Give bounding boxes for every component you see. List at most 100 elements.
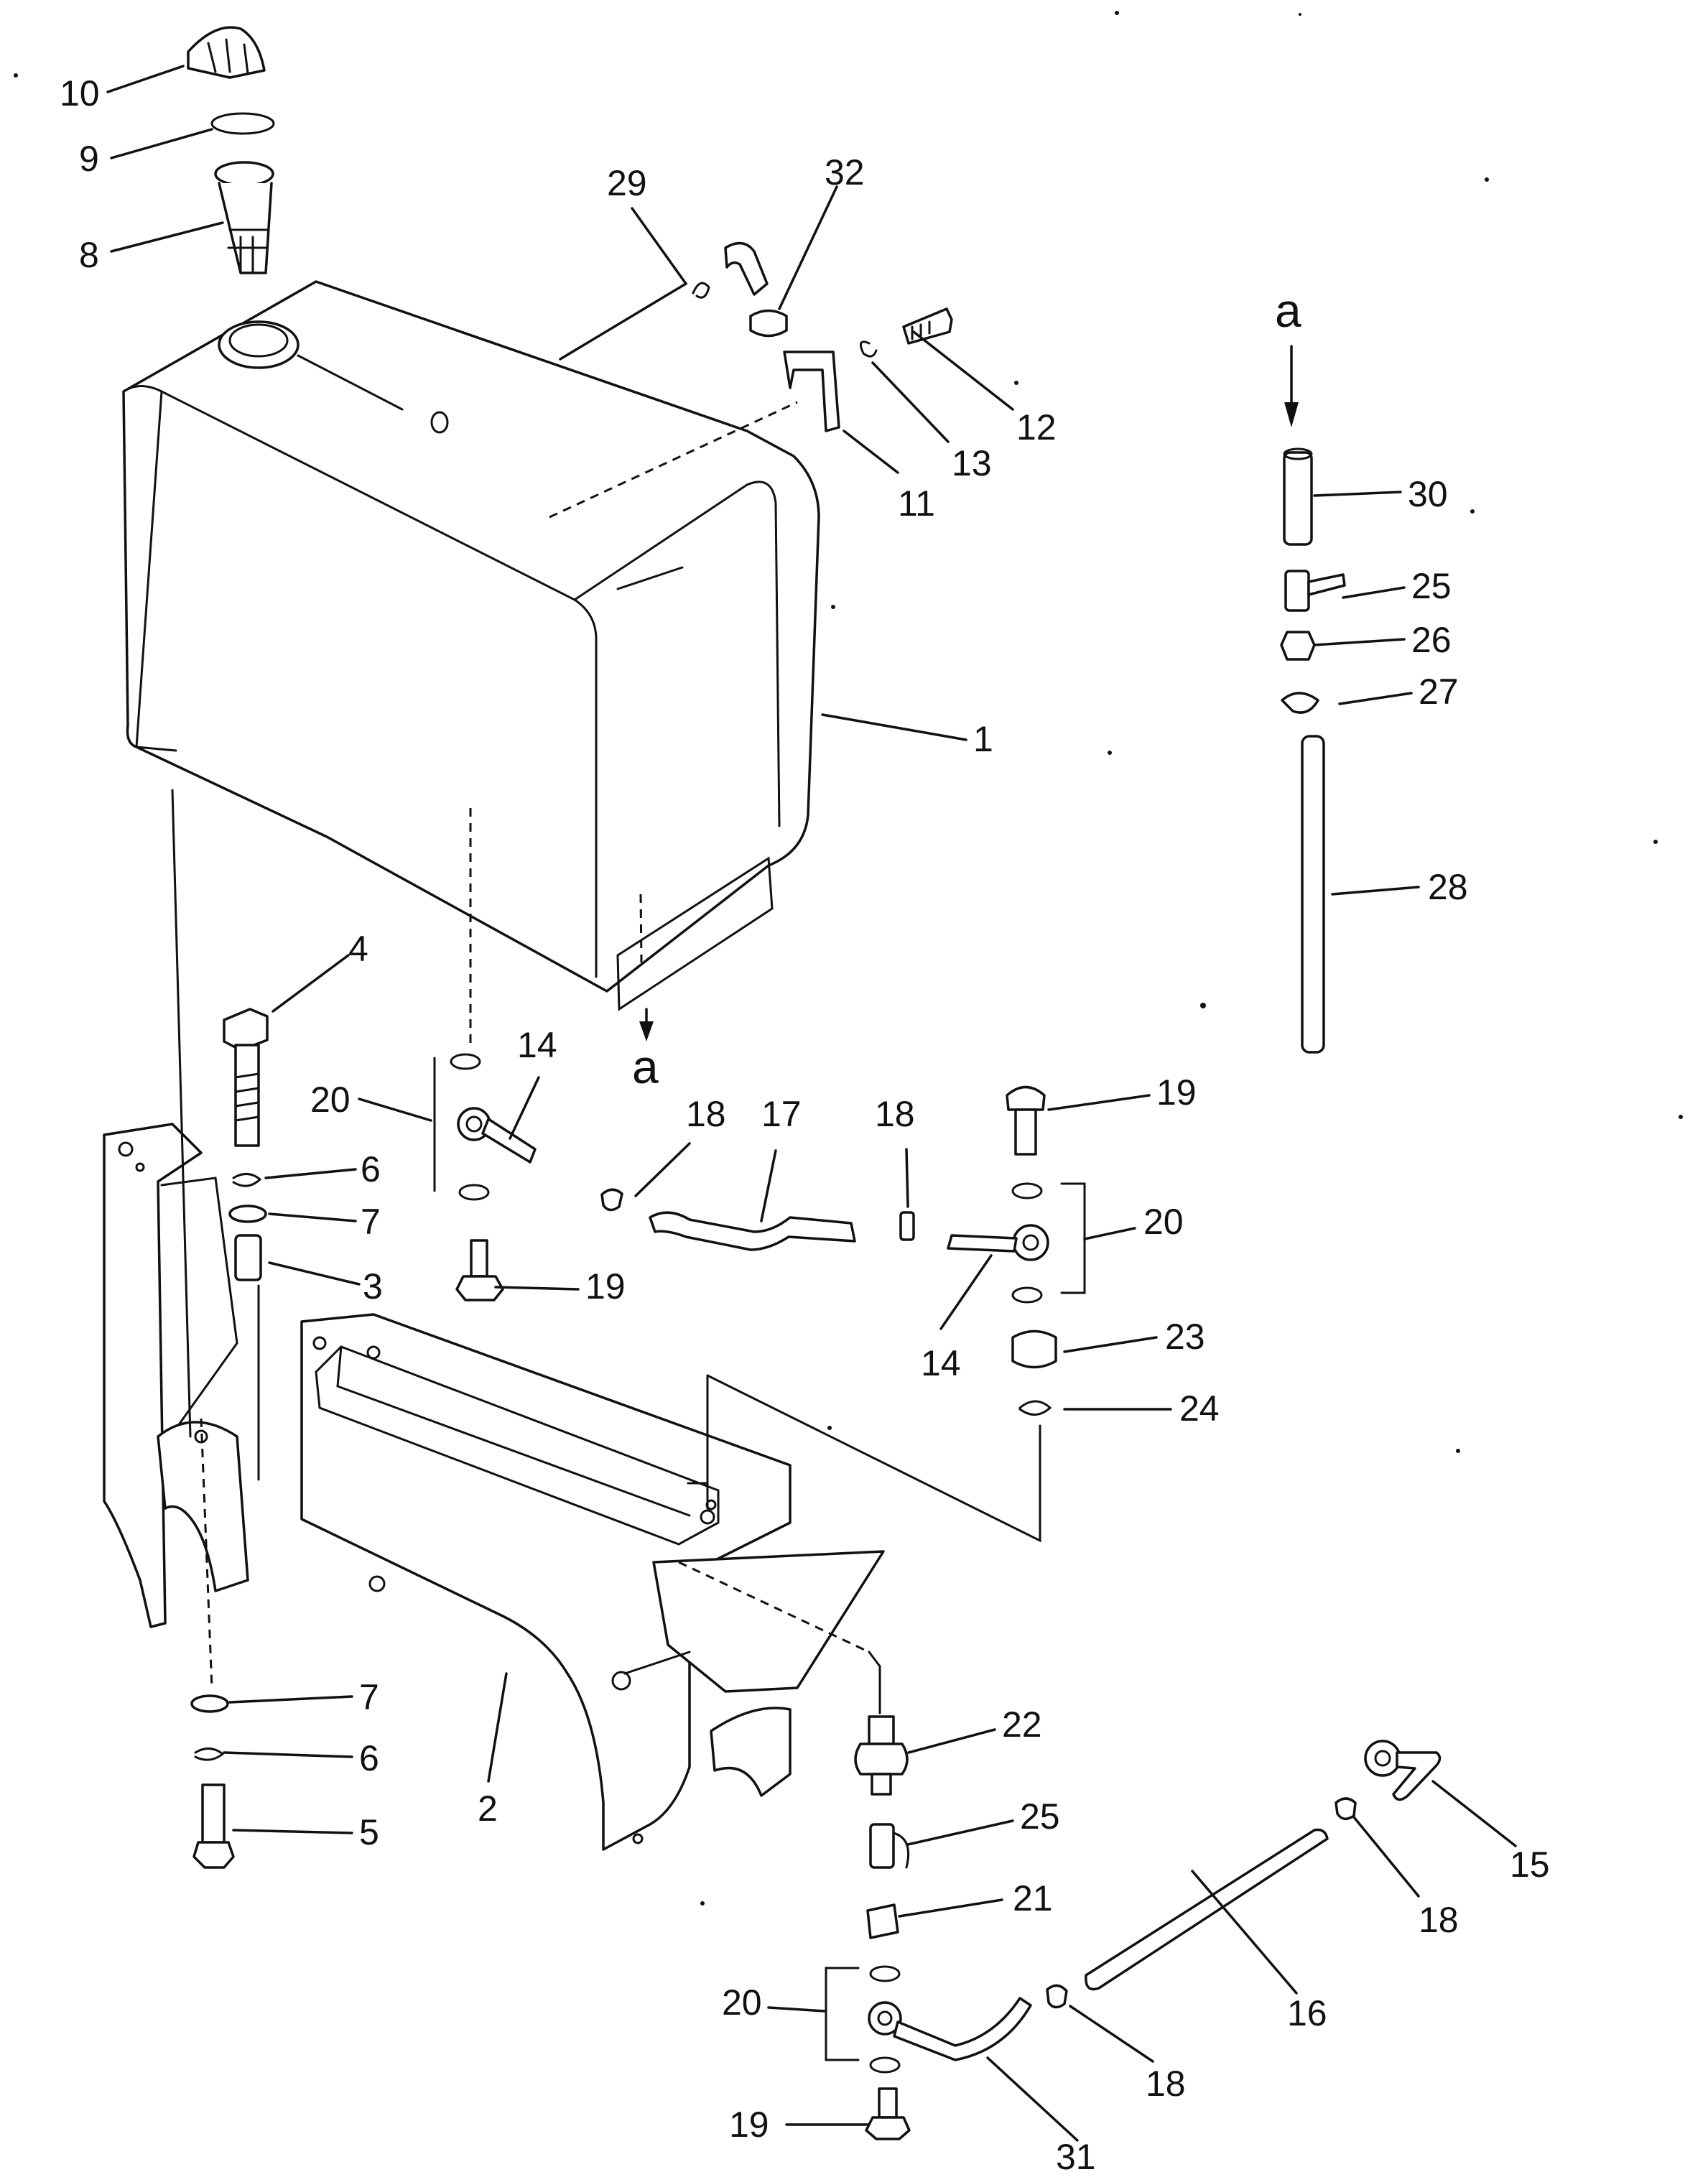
clip — [692, 282, 710, 299]
fuel-tank — [122, 280, 820, 1011]
washer-c2 — [869, 2056, 901, 2074]
spring-washer-upper — [232, 1173, 262, 1187]
label-29: 29 — [607, 163, 647, 203]
label-17: 17 — [761, 1094, 802, 1134]
nut — [1011, 1329, 1057, 1369]
label-1: 1 — [973, 719, 993, 759]
label-7-top: 7 — [361, 1202, 381, 1242]
label-20-bottom: 20 — [722, 1982, 762, 2023]
label-27: 27 — [1419, 672, 1459, 712]
label-18-c: 18 — [1146, 2064, 1186, 2104]
label-13: 13 — [952, 443, 992, 483]
drain-connector — [854, 1715, 909, 1796]
bolt — [902, 307, 953, 345]
grommet — [749, 309, 788, 338]
banjo-bolt-bottom — [865, 2087, 911, 2140]
label-19-right: 19 — [1156, 1072, 1197, 1113]
spring-washer-lower — [194, 1748, 225, 1761]
banjo-bolt-left — [455, 1239, 504, 1301]
hose — [649, 1211, 856, 1251]
banjo-fitting-left — [457, 1107, 537, 1164]
label-3: 3 — [363, 1266, 383, 1307]
label-12: 12 — [1016, 407, 1057, 447]
drain-elbow — [1364, 1740, 1442, 1801]
label-11: 11 — [898, 483, 935, 524]
adapter — [866, 1903, 899, 1939]
plain-washer-upper — [228, 1205, 267, 1223]
hose-clamp-1 — [600, 1188, 623, 1212]
label-28: 28 — [1428, 867, 1468, 907]
breather-hose — [724, 241, 769, 296]
plug — [1280, 631, 1316, 661]
plain-washer-lower — [190, 1694, 229, 1713]
hose-clamp-4 — [1335, 1797, 1357, 1821]
label-26: 26 — [1411, 620, 1452, 660]
label-14-right: 14 — [921, 1343, 961, 1383]
banjo-bolt-right — [1006, 1085, 1046, 1156]
label-20-left: 20 — [310, 1080, 351, 1120]
label-18-a: 18 — [686, 1094, 726, 1134]
spring-washer — [859, 340, 878, 358]
mounting-frame — [103, 1123, 885, 1851]
fitting-tube — [1283, 451, 1313, 546]
label-4: 4 — [348, 929, 368, 969]
label-19-bottom: 19 — [729, 2104, 769, 2145]
label-18-b: 18 — [875, 1094, 915, 1134]
label-20-right: 20 — [1143, 1202, 1184, 1242]
label-32: 32 — [825, 152, 865, 192]
banjo-fitting-right — [947, 1224, 1049, 1261]
label-14-left: 14 — [517, 1025, 557, 1065]
drain-pipe-elbow — [868, 1997, 1032, 2061]
lock-washer — [1018, 1400, 1052, 1416]
label-25-top: 25 — [1411, 566, 1452, 606]
label-9: 9 — [79, 139, 99, 179]
drain-valve-upper — [1284, 570, 1346, 612]
label-23: 23 — [1165, 1317, 1205, 1357]
view-marker-a-top: a — [1275, 284, 1301, 337]
assembly-lines — [171, 401, 1041, 1714]
label-10: 10 — [60, 73, 100, 113]
drain-valve-lower — [869, 1823, 910, 1869]
part-number-labels: 10 9 8 29 32 12 13 11 1 30 25 26 27 28 4… — [60, 73, 1550, 2172]
label-30: 30 — [1408, 474, 1448, 514]
label-2: 2 — [478, 1788, 498, 1829]
tank-mount-bolt — [223, 1008, 269, 1147]
view-marker-a-bottom: a — [632, 1040, 659, 1093]
label-19-left: 19 — [585, 1266, 626, 1307]
label-21: 21 — [1013, 1878, 1053, 1918]
label-15: 15 — [1510, 1844, 1550, 1885]
drain-pipe — [1085, 1828, 1329, 1991]
washer-c1 — [869, 1965, 901, 1982]
level-gauge-pipe — [1301, 735, 1325, 1054]
view-arrow-a-bottom: a — [632, 1008, 659, 1093]
leader-lines — [106, 65, 1517, 2142]
label-22: 22 — [1002, 1704, 1042, 1745]
view-arrow-a-top: a — [1275, 284, 1301, 427]
hose-clamp-2 — [899, 1211, 915, 1241]
scan-specks — [14, 11, 1683, 1906]
washer-a1 — [450, 1053, 481, 1070]
label-6-top: 6 — [361, 1149, 381, 1189]
strainer — [214, 161, 274, 274]
spacer — [234, 1234, 262, 1281]
seal-washer — [1281, 692, 1319, 714]
washer-a2 — [458, 1184, 490, 1201]
frame-mount-bolt — [192, 1783, 235, 1869]
label-5: 5 — [359, 1812, 379, 1852]
label-25-bottom: 25 — [1020, 1796, 1060, 1837]
o-ring — [210, 112, 275, 135]
label-24: 24 — [1179, 1388, 1220, 1429]
strap — [783, 351, 840, 432]
filler-cap — [187, 26, 266, 79]
label-16: 16 — [1287, 1993, 1327, 2033]
label-6-bottom: 6 — [359, 1738, 379, 1778]
label-8: 8 — [79, 235, 99, 275]
washer-b1 — [1011, 1182, 1043, 1199]
washer-b2 — [1011, 1286, 1043, 1304]
label-18-d: 18 — [1419, 1900, 1459, 1940]
label-31: 31 — [1056, 2137, 1096, 2172]
hose-clamp-3 — [1046, 1984, 1068, 2009]
label-7-bottom: 7 — [359, 1677, 379, 1717]
